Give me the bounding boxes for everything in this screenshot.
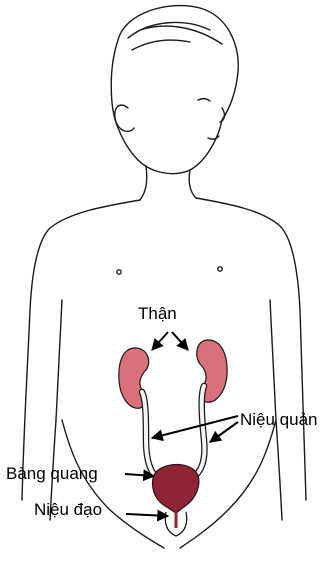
bladder <box>153 465 199 515</box>
arm-inner-left <box>50 300 62 520</box>
torso-left <box>22 200 140 500</box>
right-ureter-inner <box>192 386 205 478</box>
label-ureter: Niệu quản <box>240 410 318 430</box>
label-kidney: Thận <box>138 304 177 324</box>
bladder-arrow <box>125 474 154 476</box>
ureter-arrow-left <box>152 416 238 438</box>
hair-lines <box>128 22 222 50</box>
label-urethra: Niệu đạo <box>34 500 102 520</box>
nipple-right <box>218 267 222 271</box>
kidney-arrow-left <box>152 332 168 350</box>
nipple-left <box>117 270 121 274</box>
ureter-arrow-right <box>210 422 238 442</box>
urethra-arrow <box>126 514 168 516</box>
label-bladder: Bàng quang <box>6 464 98 484</box>
nose <box>220 108 224 122</box>
head-outline <box>111 6 238 174</box>
kidney-arrow-right <box>172 332 188 350</box>
eye <box>198 99 210 101</box>
